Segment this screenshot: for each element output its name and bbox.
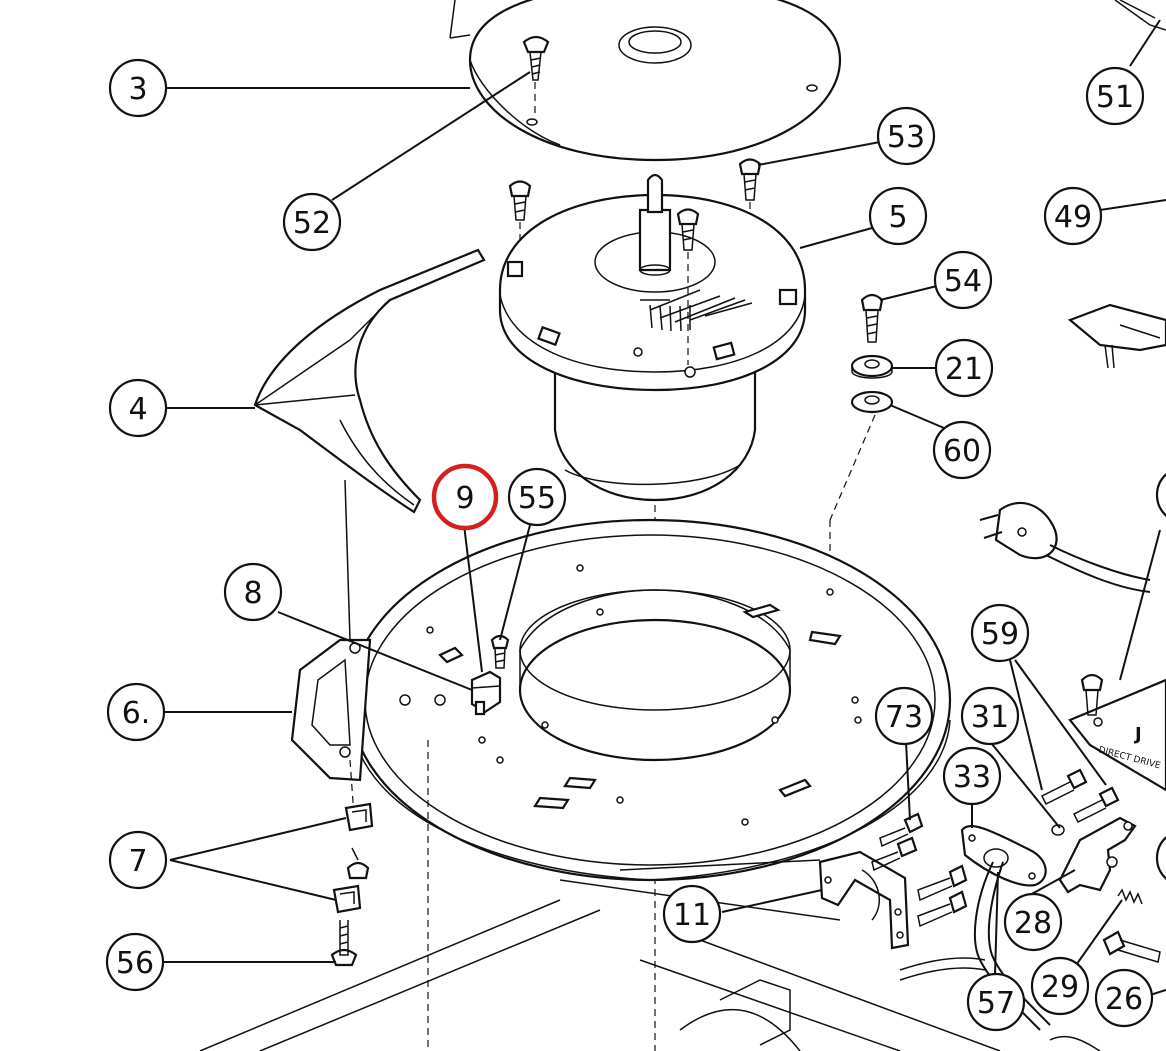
part-73-screws (871, 812, 968, 928)
callout-33-label: 33 (953, 760, 991, 795)
callout-57: 57 (966, 972, 1026, 1032)
part-21-washer (850, 354, 894, 379)
leader-lines (164, 19, 1166, 996)
callout-56: 56 (105, 932, 165, 992)
callout-60-label: 60 (943, 434, 981, 469)
callout-21-label: 21 (945, 352, 983, 387)
highlight-ring (431, 463, 499, 531)
callout-8: 8 (223, 562, 283, 622)
callout-55-label: 55 (518, 481, 556, 516)
callout-26: 26 (1094, 968, 1154, 1028)
callout-55: 55 (507, 467, 567, 527)
base-ring-plate (348, 518, 952, 882)
callout-11: 11 (662, 884, 722, 944)
part-11-bracket (818, 850, 910, 950)
callout-33: 33 (942, 746, 1002, 806)
callout-60: 60 (932, 420, 992, 480)
callout-6: 6. (106, 682, 166, 742)
callout-6-label: 6. (122, 696, 151, 731)
lower-frame (199, 740, 1001, 1051)
callout-59: 59 (970, 603, 1030, 663)
callout-5-label: 5 (888, 200, 907, 235)
part-49-cartridge (1067, 303, 1166, 369)
part-59-screws (1040, 768, 1120, 824)
power-plug (979, 501, 1151, 593)
part-26-screw (1102, 930, 1161, 963)
callout-7: 7 (108, 830, 168, 890)
callout-partial-right-lower (1155, 835, 1166, 881)
motor-screw-left (508, 180, 532, 250)
callout-56-label: 56 (116, 946, 154, 981)
callout-11-label: 11 (673, 898, 711, 933)
part-7-clips (332, 802, 374, 914)
part-3-cover-disc (449, 0, 842, 162)
motor-screw-center (676, 208, 700, 365)
callout-26-label: 26 (1105, 982, 1143, 1017)
part-5-motor (498, 173, 807, 502)
callout-57-label: 57 (977, 986, 1015, 1021)
callout-28-label: 28 (1014, 906, 1052, 941)
part-55-screw (490, 634, 510, 669)
right-plate: J DIRECT DRIVE (1068, 673, 1166, 792)
callout-51: 51 (1085, 66, 1145, 126)
callout-73: 73 (874, 686, 934, 746)
callout-8-label: 8 (243, 576, 262, 611)
callout-5: 5 (868, 186, 928, 246)
part-29-spring (1117, 888, 1143, 905)
callout-54: 54 (933, 250, 993, 310)
callout-partial-right-upper (1155, 472, 1166, 518)
callout-4: 4 (108, 378, 168, 438)
callout-9-label: 9 (455, 481, 474, 516)
part-60-washer (829, 390, 894, 590)
callout-52: 52 (282, 192, 342, 252)
part-9-switch (470, 670, 502, 716)
callout-49: 49 (1043, 186, 1103, 246)
callout-7-label: 7 (128, 844, 147, 879)
part-52-screw (522, 35, 550, 118)
callout-21: 21 (934, 338, 994, 398)
callout-29-label: 29 (1041, 970, 1079, 1005)
part-28-lever (1051, 816, 1137, 894)
part-54-screw (860, 293, 884, 343)
callout-3-label: 3 (128, 72, 147, 107)
callout-28: 28 (1003, 892, 1063, 952)
part-6-side-bracket (290, 479, 372, 831)
callout-31: 31 (960, 686, 1020, 746)
part-33-cable-plate (960, 825, 1047, 887)
callout-53-label: 53 (887, 120, 925, 155)
callout-53: 53 (876, 106, 936, 166)
callout-49-label: 49 (1054, 200, 1092, 235)
callout-54-label: 54 (944, 264, 982, 299)
callout-51-label: 51 (1096, 80, 1134, 115)
callout-31-label: 31 (971, 700, 1009, 735)
callout-3: 3 (108, 58, 168, 118)
callout-52-label: 52 (293, 206, 331, 241)
plate-brand-letter: J (1133, 724, 1142, 745)
callout-9-highlighted: 9 (431, 463, 499, 531)
callout-29: 29 (1030, 956, 1090, 1016)
callout-4-label: 4 (128, 392, 147, 427)
callout-73-label: 73 (885, 700, 923, 735)
part-4-bracket (253, 248, 486, 514)
part-56-screw (330, 920, 358, 967)
part-53-screw (738, 158, 762, 225)
callout-59-label: 59 (981, 617, 1019, 652)
part-51-top-right (1114, 0, 1166, 31)
